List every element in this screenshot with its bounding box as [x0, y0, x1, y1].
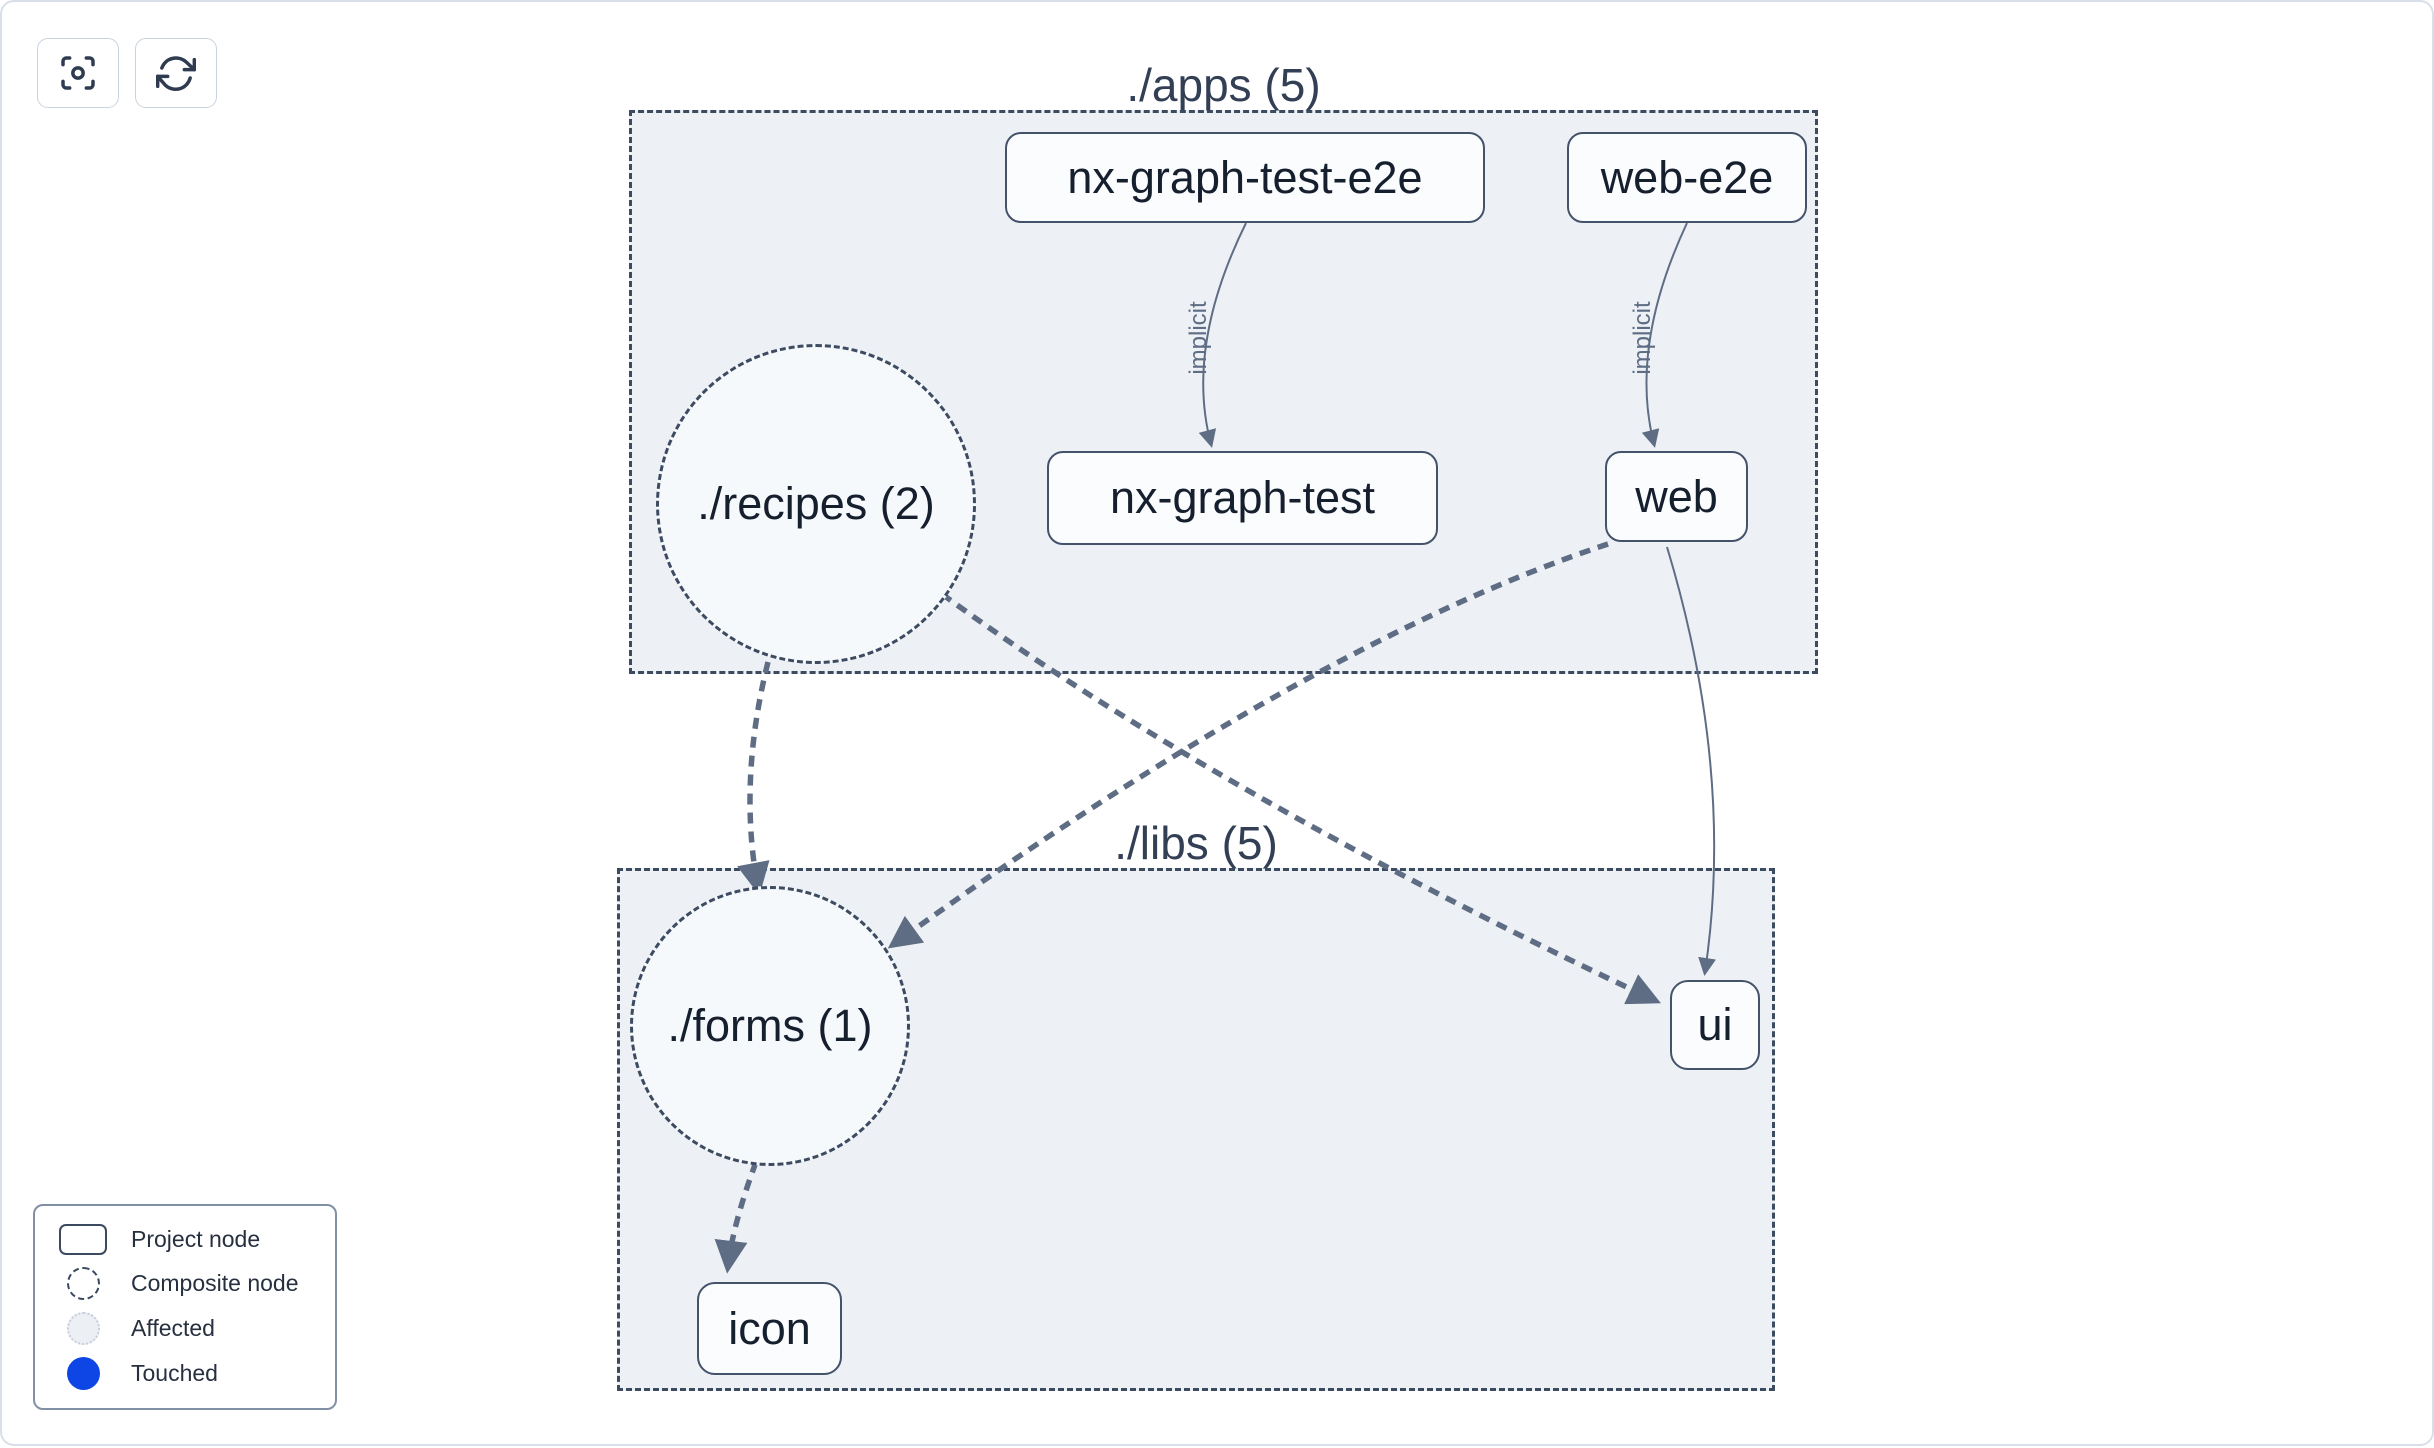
center-graph-button[interactable] — [37, 38, 119, 108]
legend-label: Affected — [131, 1315, 215, 1341]
legend-item-affected: Affected — [35, 1312, 335, 1345]
touched-swatch — [66, 1357, 100, 1390]
focus-icon — [61, 56, 95, 90]
node-ui[interactable]: ui — [1670, 980, 1760, 1070]
legend-item-project-node: Project node — [35, 1224, 335, 1255]
node-web-e2e[interactable]: web-e2e — [1567, 132, 1807, 223]
edge-web-e2e-to-web — [1641, 222, 1688, 448]
legend-item-touched: Touched — [35, 1357, 335, 1390]
composite-node-recipes[interactable]: ./recipes (2) — [656, 344, 976, 664]
composite-node-swatch — [66, 1267, 100, 1300]
legend-label: Project node — [131, 1226, 261, 1252]
group-libs-label: ./libs (5) — [1114, 817, 1278, 869]
edge-web-to-forms — [887, 541, 1609, 949]
legend-item-composite-node: Composite node — [35, 1267, 335, 1300]
edge-recipes-to-ui — [940, 591, 1661, 1005]
edge-nx-graph-test-e2e-to-nx-graph-test — [1198, 222, 1247, 448]
legend-label: Composite node — [131, 1270, 299, 1296]
node-nx-graph-test[interactable]: nx-graph-test — [1047, 451, 1438, 545]
composite-node-forms[interactable]: ./forms (1) — [630, 886, 910, 1166]
edge-web-to-ui — [1666, 546, 1716, 976]
toolbar — [37, 38, 217, 108]
project-node-swatch — [59, 1224, 107, 1255]
node-nx-graph-test-e2e[interactable]: nx-graph-test-e2e — [1005, 132, 1485, 223]
edge-label-implicit-1: implicit — [1185, 301, 1212, 375]
node-icon[interactable]: icon — [697, 1282, 842, 1375]
affected-swatch — [66, 1312, 100, 1345]
edge-recipes-to-forms — [737, 661, 771, 896]
refresh-icon — [156, 56, 196, 91]
group-apps-label: ./apps (5) — [1126, 59, 1321, 111]
legend: Project node Composite node Affected Tou… — [33, 1204, 337, 1410]
legend-label: Touched — [131, 1360, 218, 1386]
edge-forms-to-icon — [714, 1161, 759, 1274]
node-web[interactable]: web — [1605, 451, 1748, 542]
edge-label-implicit-2: implicit — [1629, 301, 1656, 375]
refresh-graph-button[interactable] — [135, 38, 217, 108]
